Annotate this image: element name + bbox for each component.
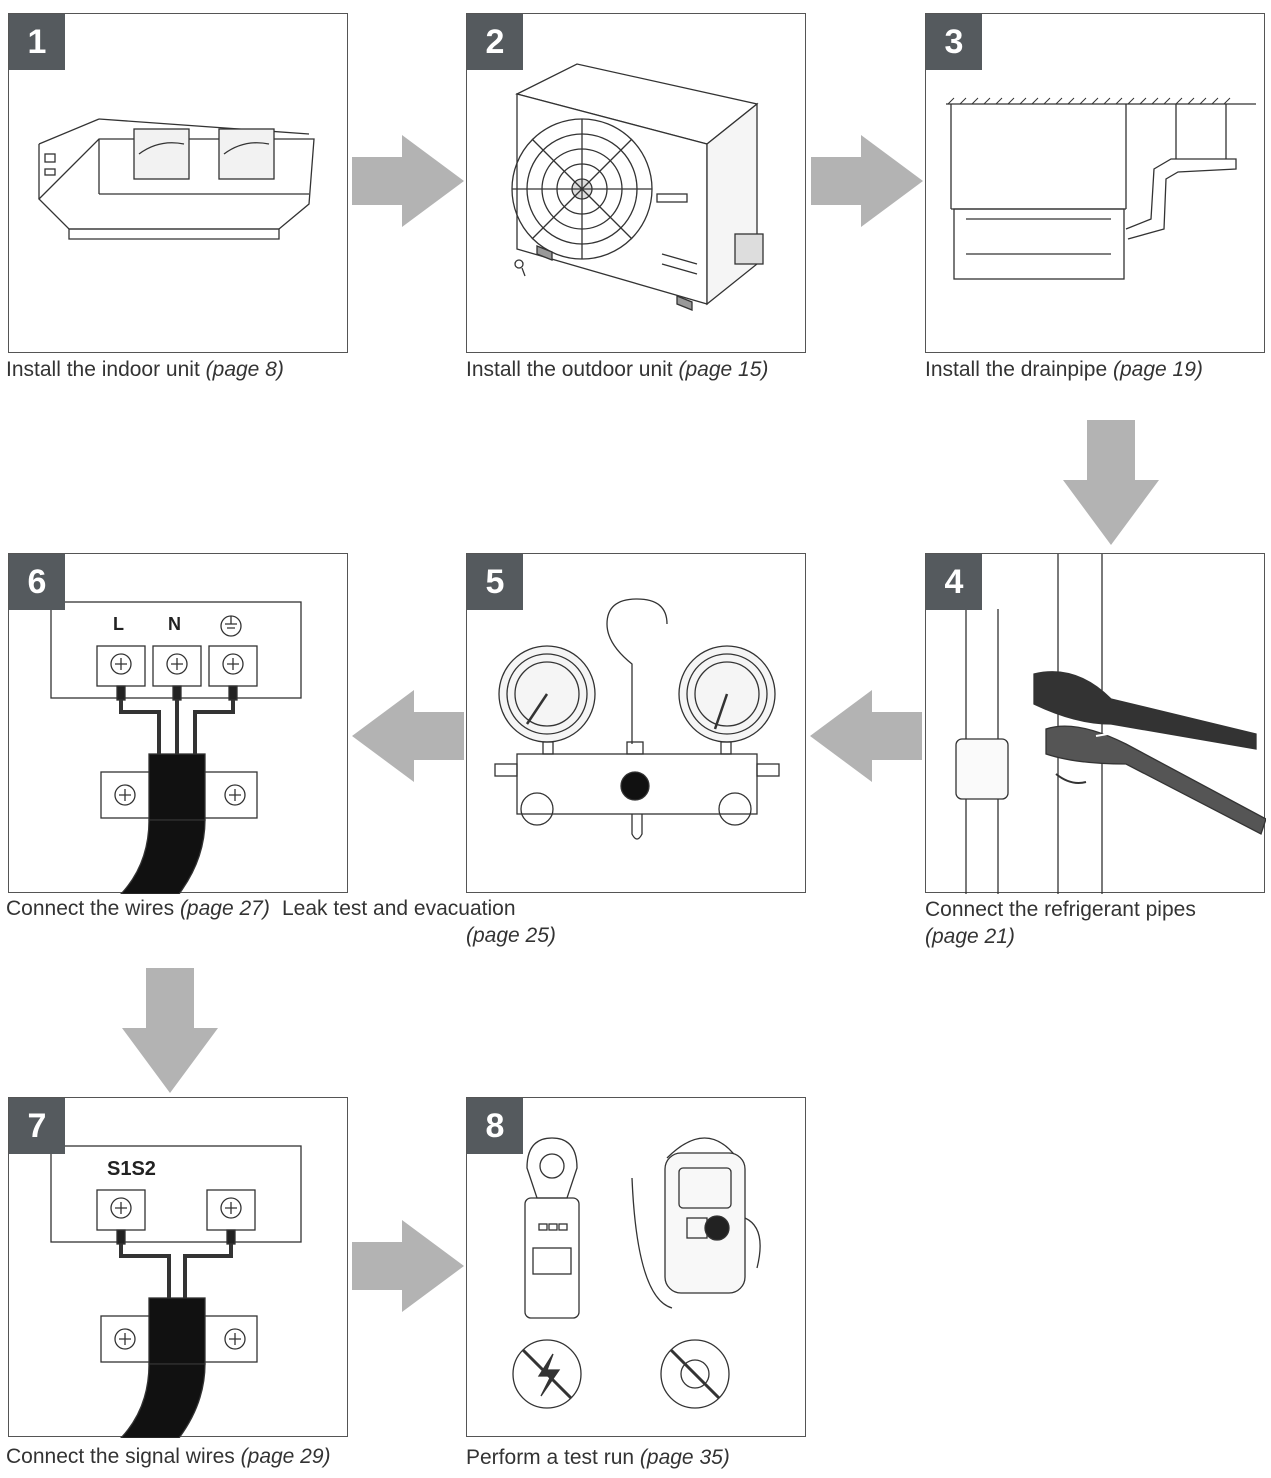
step-7-badge: 7 <box>9 1098 65 1154</box>
indoor-unit-illustration <box>38 118 315 240</box>
terminal-label-n: N <box>168 614 181 634</box>
refrigerant-pipes-illustration <box>955 554 1266 894</box>
step-6-panel: 6 L N <box>8 553 348 894</box>
step-8-caption: Perform a test run (page 35) <box>466 1446 730 1469</box>
step-5-badge: 5 <box>467 554 523 610</box>
manifold-gauge-illustration <box>494 598 780 840</box>
arrow-left-icon <box>352 690 464 782</box>
step-7-caption: Connect the signal wires (page 29) <box>6 1445 331 1468</box>
arrow-left-icon <box>810 690 922 782</box>
step-1-caption: Install the indoor unit (page 8) <box>6 358 284 381</box>
step-1-badge: 1 <box>9 14 65 70</box>
step-6-caption: Connect the wires (page 27) <box>6 897 270 920</box>
arrow-down-icon <box>122 968 218 1093</box>
step-5-caption: Leak test and evacuation (page 25) <box>282 897 556 947</box>
step-3-panel: 3 <box>925 13 1265 353</box>
test-run-illustration <box>512 1137 761 1409</box>
step-7-panel: 7 S1S2 <box>8 1097 348 1438</box>
terminal-label-l: L <box>113 614 124 634</box>
step-5-panel: 5 <box>466 553 806 893</box>
terminal-label-s1s2: S1S2 <box>107 1158 156 1180</box>
signal-wiring-illustration <box>50 1145 302 1438</box>
step-2-caption: Install the outdoor unit (page 15) <box>466 358 769 381</box>
step-8-badge: 8 <box>467 1098 523 1154</box>
step-4-badge: 4 <box>926 554 982 610</box>
drainpipe-illustration <box>946 97 1256 280</box>
step-3-badge: 3 <box>926 14 982 70</box>
step-6-badge: 6 <box>9 554 65 610</box>
outdoor-unit-illustration <box>511 63 764 311</box>
step-3-caption: Install the drainpipe (page 19) <box>925 358 1203 381</box>
step-4-caption: Connect the refrigerant pipes (page 21) <box>925 898 1196 948</box>
arrow-down-icon <box>1063 420 1159 545</box>
step-2-badge: 2 <box>467 14 523 70</box>
step-2-panel: 2 <box>466 13 806 353</box>
step-8-panel: 8 <box>466 1097 806 1437</box>
arrow-right-icon <box>352 1220 464 1312</box>
step-4-panel: 4 <box>925 553 1266 894</box>
wiring-illustration <box>50 601 302 894</box>
arrow-right-icon <box>352 135 464 227</box>
step-1-panel: 1 <box>8 13 348 353</box>
arrow-right-icon <box>811 135 923 227</box>
